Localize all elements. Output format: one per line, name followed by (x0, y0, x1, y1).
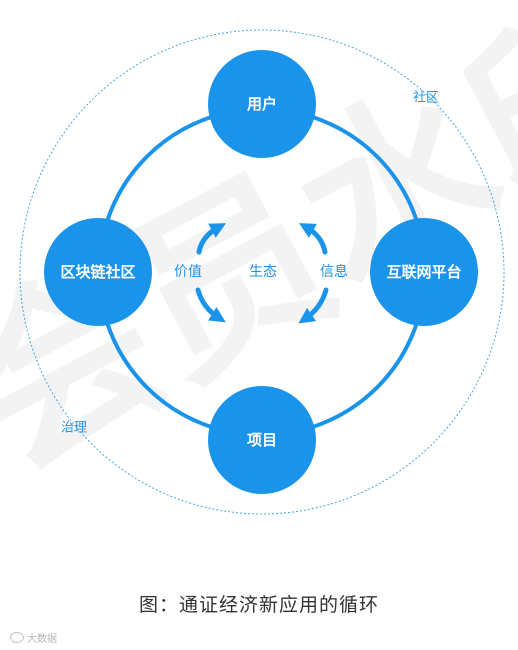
node-left: 区块链社区 (44, 218, 152, 326)
center-label-value: 价值 (174, 264, 202, 280)
governance-label: 治理 (61, 421, 87, 436)
arrow-lower-right (298, 287, 329, 324)
ecosystem-cycle-diagram: 会员水印 社区 治理 用户 区块链社区 互联网平台 项目 价值 生态 信息 (0, 0, 518, 515)
center-label-ecology: 生态 (249, 264, 277, 280)
node-left-label: 区块链社区 (60, 263, 135, 281)
node-bottom: 项目 (208, 386, 316, 494)
outer-ring (19, 29, 505, 515)
node-top-label: 用户 (247, 95, 277, 113)
arrow-upper-right (299, 223, 328, 255)
node-right-circle (370, 218, 478, 326)
center-label-information: 信息 (320, 263, 348, 280)
node-right: 互联网平台 (370, 218, 478, 326)
weibo-icon (10, 632, 24, 643)
community-label: 社区 (413, 90, 439, 106)
node-top-circle (208, 50, 316, 158)
source-watermark: 大数据 (10, 630, 57, 645)
arrow-upper-left (196, 223, 227, 255)
node-top: 用户 (208, 50, 316, 158)
node-left-circle (44, 218, 152, 326)
node-bottom-circle (208, 386, 316, 494)
circular-arrows-icon (195, 223, 329, 324)
figure-caption: 图：通证经济新应用的循环 (138, 594, 379, 616)
arrow-lower-left (195, 287, 226, 323)
node-bottom-label: 项目 (247, 431, 277, 449)
source-watermark-text: 大数据 (27, 634, 57, 645)
node-right-label: 互联网平台 (386, 263, 461, 281)
